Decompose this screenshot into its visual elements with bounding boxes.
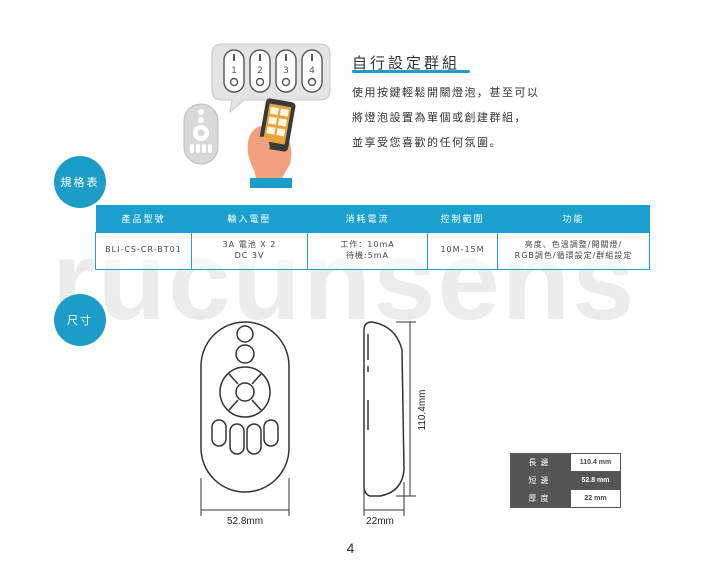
header-function: 功能 xyxy=(497,205,650,232)
bubble-number-3: 3 xyxy=(283,66,289,76)
feature-desc-line-2: 將燈泡設置為單個或創建群組， xyxy=(352,111,527,124)
bubble-number-1: 1 xyxy=(231,66,237,76)
feature-desc-line-1: 使用按鍵輕鬆開關燈泡，甚至可以 xyxy=(352,86,540,99)
function-line-1: 亮度、色溫調整/開關燈/ xyxy=(524,240,623,250)
header-voltage: 輸入電壓 xyxy=(191,205,308,232)
dim-row-short: 短邊 52.8 mm xyxy=(510,471,621,490)
header-range: 控制範圍 xyxy=(427,205,498,232)
hand-phone-icon xyxy=(247,98,296,188)
bubble-button-4 xyxy=(301,49,323,93)
depth-dimension-label: 22mm xyxy=(366,516,394,527)
current-line-2: 待機:5mA xyxy=(345,250,390,260)
remote-side-view xyxy=(363,321,405,497)
bubble-button-2 xyxy=(249,49,271,93)
dim-value-length: 110.4 mm xyxy=(570,453,621,472)
height-dimension-label: 110.4mm xyxy=(417,390,428,431)
cell-function: 亮度、色溫調整/開關燈/ RGB調色/循環設定/群組設定 xyxy=(497,231,650,270)
voltage-line-2: DC 3V xyxy=(234,250,265,260)
remote-small-icon xyxy=(183,103,219,165)
dimension-table: 長邊 110.4 mm 短邊 52.8 mm 厚度 22 mm xyxy=(510,453,621,508)
feature-desc-line-3: 並享受您喜歡的任何氛圍。 xyxy=(352,136,502,149)
spec-data-row: BLI-CS-CR-BT01 3A 電池 X 2 DC 3V 工作：10mA 待… xyxy=(95,231,650,270)
remote-front-view xyxy=(200,321,290,493)
spec-table: 產品型號 輸入電壓 消耗電流 控制範圍 功能 BLI-CS-CR-BT01 3A… xyxy=(95,205,650,270)
header-current: 消耗電流 xyxy=(307,205,428,232)
spec-section-badge: 規格表 xyxy=(54,156,106,208)
page-number: 4 xyxy=(346,540,355,556)
voltage-line-1: 3A 電池 X 2 xyxy=(222,240,277,250)
bubble-number-2: 2 xyxy=(257,66,263,76)
current-line-1: 工作：10mA xyxy=(340,240,395,250)
group-control-illustration: 1 2 3 4 xyxy=(183,43,331,188)
dim-value-thickness: 22 mm xyxy=(570,489,621,508)
width-dimension-label: 52.8mm xyxy=(227,516,263,527)
feature-title: 自行設定群組 xyxy=(352,54,461,72)
title-underline xyxy=(352,70,470,73)
dim-row-length: 長邊 110.4 mm xyxy=(510,453,621,472)
dim-key-length: 長邊 xyxy=(510,453,571,472)
header-model: 產品型號 xyxy=(95,205,192,232)
function-line-2: RGB調色/循環設定/群組設定 xyxy=(514,250,633,260)
bubble-button-1 xyxy=(223,49,245,93)
dim-row-thickness: 厚度 22 mm xyxy=(510,489,621,508)
size-section-badge: 尺寸 xyxy=(54,294,106,346)
dim-value-short: 52.8 mm xyxy=(570,471,621,490)
cell-voltage: 3A 電池 X 2 DC 3V xyxy=(191,231,308,270)
cell-current: 工作：10mA 待機:5mA xyxy=(307,231,428,270)
bubble-button-3 xyxy=(275,49,297,93)
bubble-number-4: 4 xyxy=(309,66,315,76)
cell-range: 10M-15M xyxy=(427,231,498,270)
dim-key-short: 短邊 xyxy=(510,471,571,490)
spec-header-row: 產品型號 輸入電壓 消耗電流 控制範圍 功能 xyxy=(95,205,650,232)
cell-model: BLI-CS-CR-BT01 xyxy=(95,231,192,270)
dim-key-thickness: 厚度 xyxy=(510,489,571,508)
